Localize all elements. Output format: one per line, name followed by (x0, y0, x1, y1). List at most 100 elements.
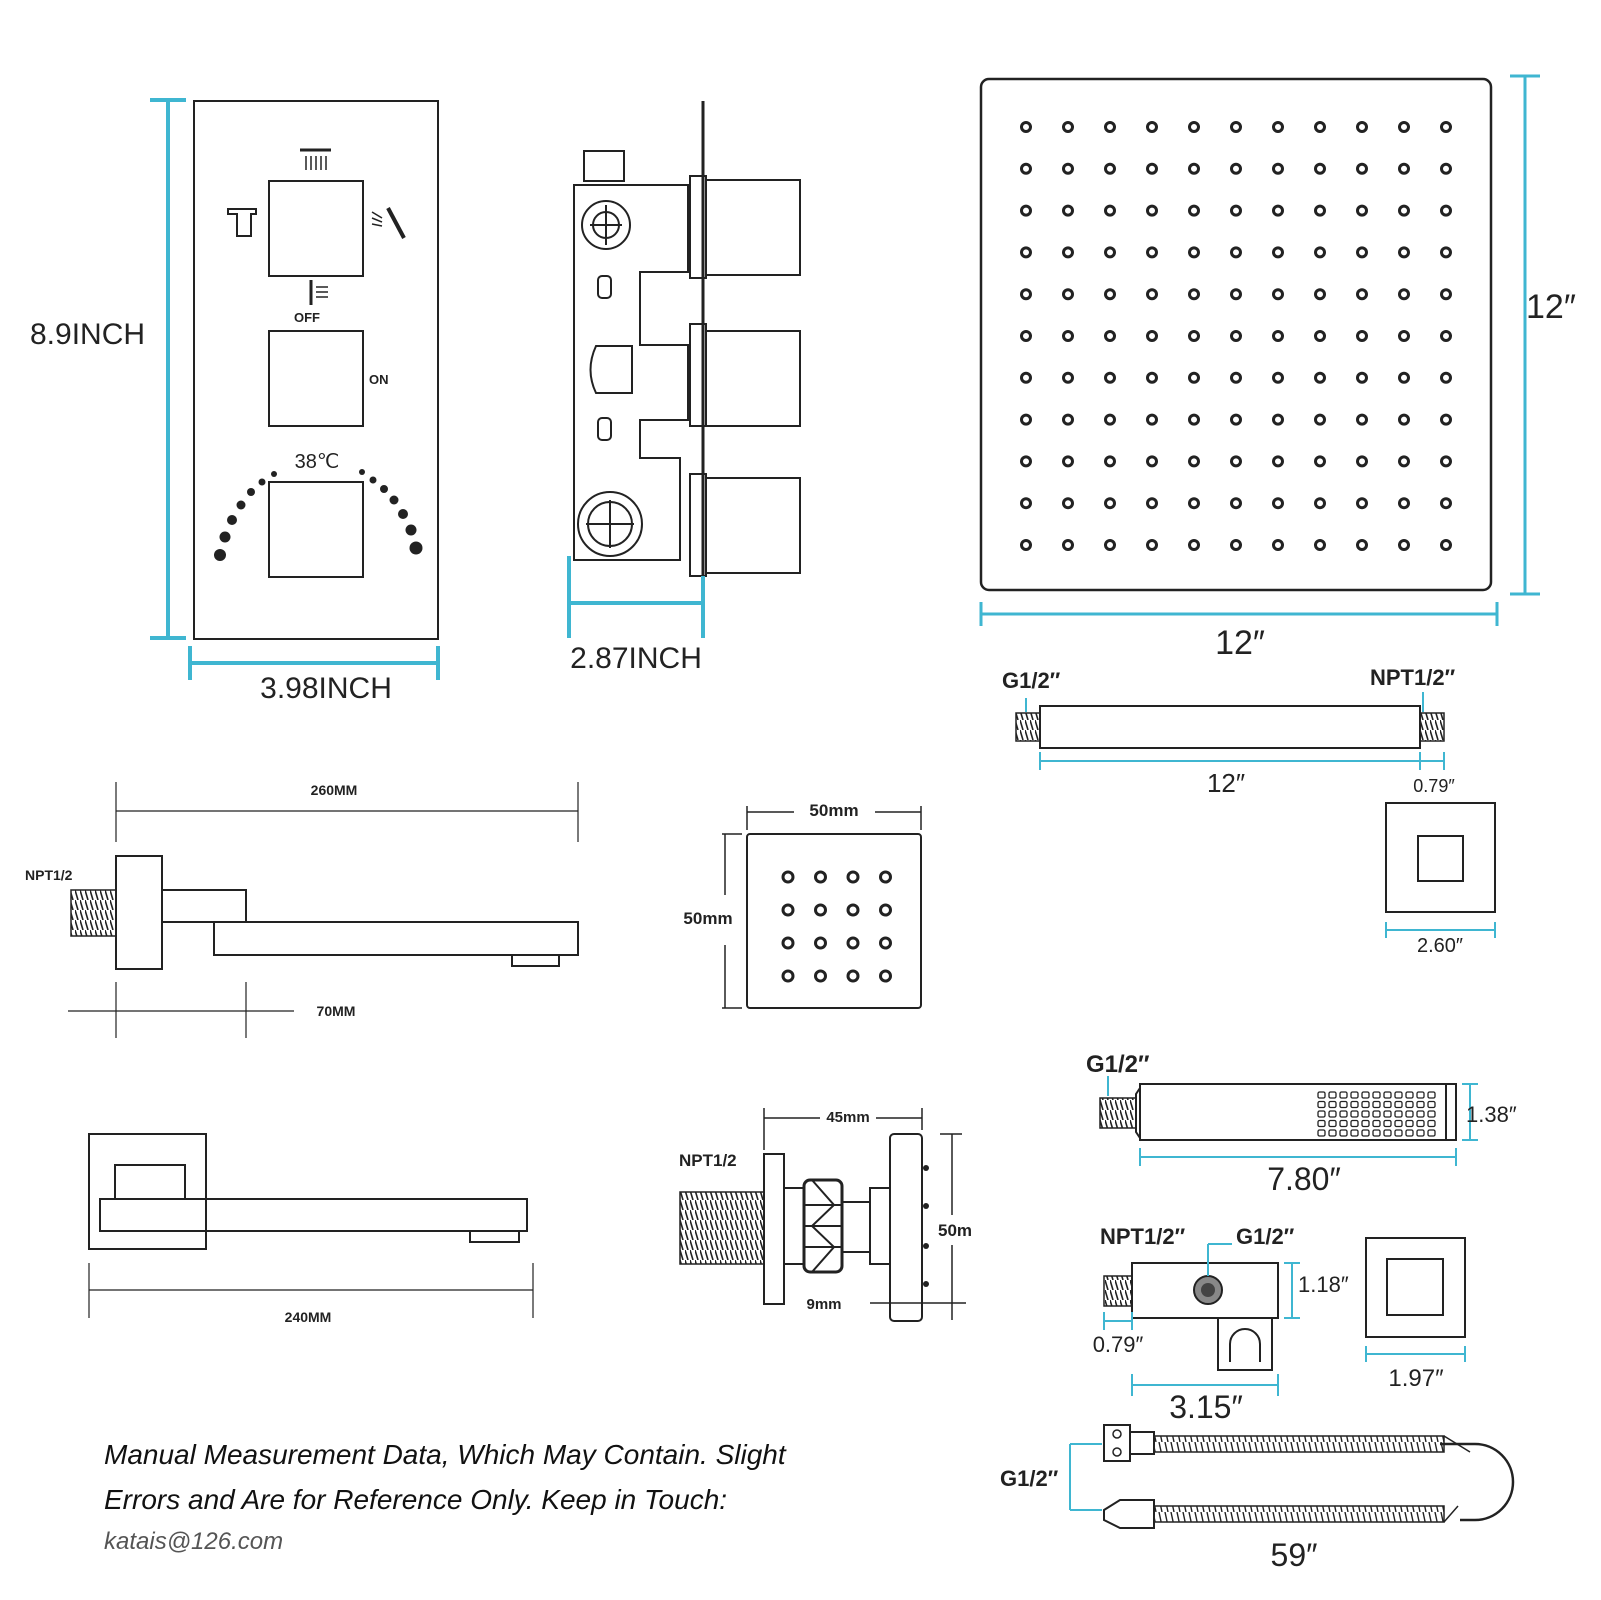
holder-g-label: G1/2″ (1236, 1224, 1295, 1249)
hand-nozzle (1350, 1119, 1359, 1128)
hand-length-label: 7.80″ (1267, 1161, 1341, 1197)
nozzle-dot (1230, 204, 1242, 217)
hand-g-label: G1/2″ (1086, 1051, 1150, 1078)
nozzle-dot (1356, 162, 1368, 175)
nozzle-dot (1188, 121, 1200, 133)
nozzle-dot (1440, 455, 1452, 468)
arm-thread-label: 0.79″ (1413, 776, 1455, 796)
nozzle-dot (405, 524, 417, 536)
nozzle-dot (1440, 413, 1452, 426)
nozzle-dot (846, 903, 860, 917)
hand-nozzle (1405, 1100, 1414, 1109)
temperature-label: 38℃ (295, 451, 340, 473)
nozzle-dot (1062, 539, 1074, 551)
arm-length-dimension (1025, 692, 1445, 770)
spout2-dimension-lines (88, 1263, 534, 1318)
nozzle-dot (1272, 413, 1284, 426)
nozzle-dot (1104, 371, 1116, 384)
hand-nozzle (1361, 1091, 1370, 1099)
hand-nozzle (1383, 1100, 1392, 1109)
nozzle-dot (1104, 162, 1116, 175)
spout-npt-label: NPT1/2 (25, 867, 73, 883)
disclaimer-note: Manual Measurement Data, Which May Conta… (104, 1432, 864, 1522)
hand-nozzle (1405, 1119, 1414, 1128)
nozzle-dot (1356, 246, 1368, 259)
holder-thread-label: 0.79″ (1093, 1332, 1144, 1357)
nozzle-dot (781, 936, 795, 950)
note-line-1: Manual Measurement Data, Which May Conta… (104, 1439, 786, 1470)
nozzle-dot (1020, 204, 1032, 217)
nozzle-dot (1314, 204, 1326, 217)
body-jet-icon (309, 280, 328, 305)
rain-shower-icon (300, 148, 331, 170)
nozzle-dot (1146, 539, 1158, 551)
nozzle-dot (814, 870, 827, 884)
nozzle-dot (1314, 455, 1326, 468)
jet-side-dimension-lines (763, 1108, 966, 1320)
jet-height-label: 50mm (683, 909, 732, 928)
nozzle-dot (1356, 204, 1368, 217)
hand-nozzle (1350, 1110, 1359, 1118)
arm-length-label: 12″ (1207, 768, 1245, 798)
holder-height-label: 1.18″ (1298, 1272, 1349, 1297)
hand-nozzle (1328, 1091, 1337, 1099)
nozzle-dot (1146, 371, 1158, 384)
temperature-scale (214, 469, 423, 561)
nozzle-dot (1188, 162, 1200, 175)
nozzle-dot (1440, 246, 1452, 259)
holder-dimensions (1103, 1243, 1466, 1396)
flange-width-dimension (1385, 922, 1496, 938)
nozzle-dot (369, 476, 377, 484)
nozzle-dot (1272, 121, 1284, 133)
nozzle-dot (1020, 288, 1032, 301)
nozzle-dot (1104, 539, 1116, 551)
hand-nozzle (1350, 1100, 1359, 1109)
off-label: OFF (294, 310, 320, 325)
hose-g-label: G1/2″ (1000, 1466, 1059, 1491)
holder-npt-label: NPT1/2″ (1100, 1224, 1186, 1249)
head-height-label: 12″ (1526, 288, 1576, 326)
hose-length-label: 59″ (1271, 1537, 1318, 1573)
nozzle-dot (1062, 497, 1074, 510)
note-line-2: Errors and Are for Reference Only. Keep … (104, 1484, 728, 1515)
hand-nozzle (1405, 1091, 1414, 1099)
nozzle-dot (781, 969, 795, 983)
hand-nozzle (1383, 1129, 1392, 1137)
nozzle-dot (1062, 288, 1074, 301)
nozzle-dot (1020, 455, 1032, 468)
tub-spout-side (70, 855, 579, 970)
nozzle-dot (879, 870, 892, 884)
nozzle-dot (1104, 288, 1116, 301)
nozzle-dot (1188, 455, 1200, 468)
nozzle-dot (1398, 204, 1410, 217)
spout-70-label: 70MM (317, 1003, 356, 1019)
hand-shower (1099, 1083, 1457, 1142)
nozzle-dot (1104, 330, 1116, 342)
hand-nozzle (1416, 1119, 1425, 1128)
nozzle-dot (1314, 330, 1326, 342)
nozzle-dot (814, 969, 827, 983)
nozzle-dot (1020, 539, 1032, 551)
hand-nozzle (1383, 1119, 1392, 1128)
hand-nozzle (1350, 1091, 1359, 1099)
nozzle-dot (1398, 413, 1410, 426)
nozzle-dot (1314, 246, 1326, 259)
nozzle-dot (1230, 539, 1242, 551)
arm-right-label: NPT1/2″ (1370, 665, 1456, 690)
on-label: ON (369, 372, 389, 387)
hand-nozzle (1394, 1119, 1403, 1128)
hand-nozzle (1361, 1129, 1370, 1137)
hand-shower-icon (371, 207, 406, 239)
nozzle-dot (1272, 497, 1284, 510)
hand-nozzle (1317, 1100, 1326, 1109)
rain-shower-head (979, 77, 1493, 592)
nozzle-dot (1314, 121, 1326, 133)
nozzle-dot (846, 870, 860, 884)
hand-nozzle (1328, 1129, 1337, 1137)
nozzle-dot (214, 549, 226, 561)
nozzle-dot (1062, 413, 1074, 426)
nozzle-dot (1230, 371, 1242, 384)
nozzle-dot (1356, 371, 1368, 384)
nozzle-dot (1020, 497, 1032, 510)
nozzle-dot (1020, 246, 1032, 259)
